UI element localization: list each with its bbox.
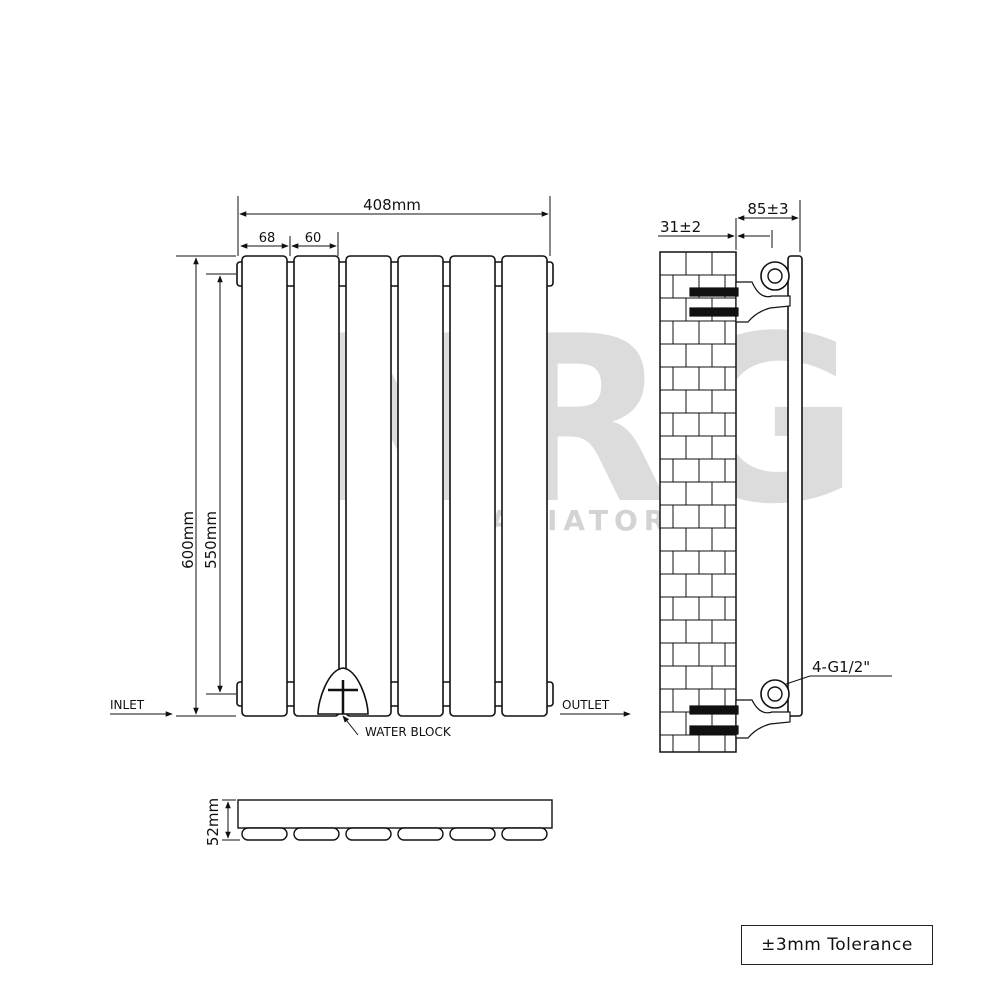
column-width-label: 68 bbox=[259, 231, 276, 246]
bottom-wall-bracket bbox=[735, 699, 791, 739]
tolerance-text: 3mm Tolerance bbox=[775, 935, 913, 955]
radiator-column-4 bbox=[397, 255, 444, 717]
front-view bbox=[110, 196, 631, 736]
side-view bbox=[659, 251, 803, 753]
top-connection-inner bbox=[767, 268, 783, 284]
wall-plug-bottom-1 bbox=[689, 705, 739, 715]
top-view-body bbox=[237, 799, 553, 829]
wall-offset-label: 31±2 bbox=[660, 218, 701, 236]
wall-plug-top-2 bbox=[689, 307, 739, 317]
projection-label: 85±3 bbox=[747, 200, 788, 218]
side-view-dimensions bbox=[658, 200, 892, 685]
depth-label: 52mm bbox=[204, 798, 222, 846]
tolerance-box: ± 3mm Tolerance bbox=[741, 925, 933, 965]
centres-height-label: 550mm bbox=[202, 511, 220, 569]
tolerance-symbol: ± bbox=[761, 935, 776, 955]
column-gap-label: 60 bbox=[305, 231, 322, 246]
top-wall-bracket bbox=[735, 281, 791, 323]
radiator-side-profile bbox=[787, 255, 803, 717]
radiator-column-1 bbox=[241, 255, 288, 717]
watermark-sub: RADIATORS bbox=[462, 504, 697, 537]
wall-plug-bottom-2 bbox=[689, 725, 739, 735]
watermark-brand: NRG bbox=[301, 288, 859, 555]
overall-width-label: 408mm bbox=[363, 196, 421, 214]
radiator-column-5 bbox=[449, 255, 496, 717]
outlet-label: OUTLET bbox=[562, 698, 610, 712]
radiator-column-2 bbox=[293, 255, 340, 717]
radiator-column-3 bbox=[345, 255, 392, 717]
connections-label: 4-G1/2" bbox=[812, 658, 870, 676]
top-view-dimension bbox=[222, 799, 240, 841]
top-view-column-3 bbox=[345, 827, 392, 841]
top-view bbox=[237, 799, 553, 841]
inlet-label: INLET bbox=[110, 698, 145, 712]
top-view-column-6 bbox=[501, 827, 548, 841]
bottom-connection-inner bbox=[767, 686, 783, 702]
watermark-logo: NRG RADIATORS bbox=[301, 288, 859, 555]
radiator-column-6 bbox=[501, 255, 548, 717]
top-view-column-1 bbox=[241, 827, 288, 841]
top-view-column-2 bbox=[293, 827, 340, 841]
wall-plug-top-1 bbox=[689, 287, 739, 297]
overall-height-label: 600mm bbox=[179, 511, 197, 569]
water-block-label: WATER BLOCK bbox=[365, 725, 452, 739]
top-view-column-4 bbox=[397, 827, 444, 841]
top-view-column-5 bbox=[449, 827, 496, 841]
